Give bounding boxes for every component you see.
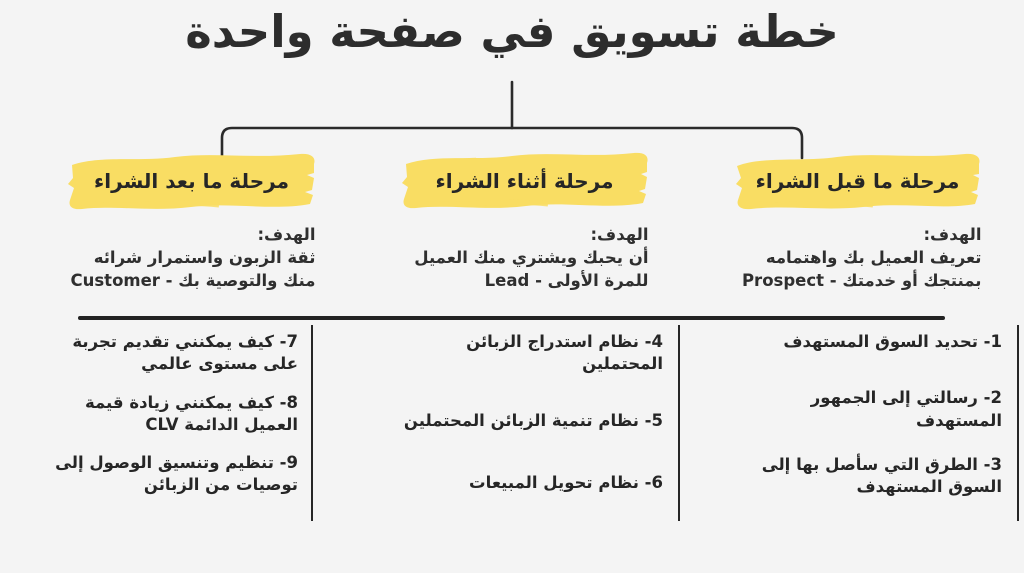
item-column-during-purchase: 4- نظام استدراج الزبائن المحتملين 5- نظا… (358, 325, 691, 525)
section-divider (78, 316, 945, 320)
stage-header-post-purchase: مرحلة ما بعد الشراء الهدف: ثقة الزبون وا… (25, 150, 358, 320)
goal-text-post: ثقة الزبون واستمرار شرائه منك والتوصية ب… (70, 247, 316, 290)
stage-label-pre-purchase: مرحلة ما قبل الشراء (755, 169, 960, 193)
brush-highlight-post: مرحلة ما بعد الشراء (67, 150, 317, 212)
stage-header-pre-purchase: مرحلة ما قبل الشراء الهدف: تعريف العميل … (691, 150, 1024, 320)
goal-text-pre: تعريف العميل بك واهتمامه بمنتجك أو خدمتك… (741, 247, 982, 290)
list-item: 3- الطرق التي سأصل بها إلى السوق المستهد… (761, 454, 1002, 497)
stage-label-post-purchase: مرحلة ما بعد الشراء (94, 169, 289, 193)
goal-block-during-purchase: الهدف: أن يحبك ويشتري منك العميل للمرة ا… (401, 224, 649, 292)
item-column-pre-purchase: 1- تحديد السوق المستهدف 2- رسالتي إلى ال… (691, 325, 1024, 525)
stage-items: 1- تحديد السوق المستهدف 2- رسالتي إلى ال… (0, 325, 1024, 525)
stage-label-during-purchase: مرحلة أثناء الشراء (435, 169, 614, 193)
goal-text-during: أن يحبك ويشتري منك العميل للمرة الأولى -… (414, 247, 649, 290)
stage-headers: مرحلة ما قبل الشراء الهدف: تعريف العميل … (0, 150, 1024, 320)
list-item: 1- تحديد السوق المستهدف (783, 332, 1002, 351)
stage-header-during-purchase: مرحلة أثناء الشراء الهدف: أن يحبك ويشتري… (358, 150, 691, 320)
list-item: 2- رسالتي إلى الجمهور المستهدف (810, 388, 1002, 430)
goal-label-pre: الهدف: (923, 225, 982, 244)
goal-label-during: الهدف: (590, 225, 649, 244)
list-item: 6- نظام تحويل المبيعات (469, 472, 663, 492)
list-item: 7- كيف يمكنني تقديم تجربة على مستوى عالم… (72, 332, 298, 374)
brush-stroke-icon (67, 153, 314, 210)
brush-highlight-pre: مرحلة ما قبل الشراء (733, 150, 983, 212)
brush-stroke-icon (735, 153, 979, 210)
page-title: خطة تسويق في صفحة واحدة (185, 5, 839, 58)
list-item: 4- نظام استدراج الزبائن المحتملين (466, 332, 663, 374)
item-column-post-purchase: 7- كيف يمكنني تقديم تجربة على مستوى عالم… (25, 325, 358, 525)
brush-stroke-icon (401, 152, 648, 209)
goal-block-post-purchase: الهدف: ثقة الزبون واستمرار شرائه منك وال… (68, 224, 316, 292)
list-item: 9- تنظيم وتنسيق الوصول إلى توصيات من الز… (55, 453, 298, 495)
goal-block-pre-purchase: الهدف: تعريف العميل بك واهتمامه بمنتجك أ… (734, 224, 982, 292)
list-item: 8- كيف يمكنني زيادة قيمة العميل الدائمة … (84, 392, 298, 434)
brush-highlight-during: مرحلة أثناء الشراء (400, 150, 650, 212)
list-item: 5- نظام تنمية الزبائن المحتملين (403, 410, 663, 430)
goal-label-post: الهدف: (257, 225, 316, 244)
